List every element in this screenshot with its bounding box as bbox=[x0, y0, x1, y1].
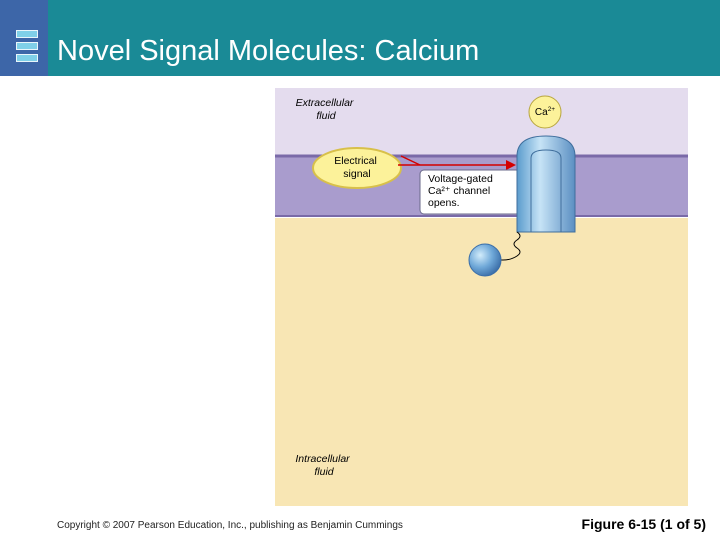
calcium-ion-label: Ca2+ bbox=[535, 106, 555, 118]
extracellular-line-2: fluid bbox=[316, 110, 336, 122]
channel-label-line-2: Ca²⁺ channel bbox=[428, 185, 490, 197]
electrical-signal-label: Electrical signal bbox=[334, 155, 380, 180]
figure-reference: Figure 6-15 (1 of 5) bbox=[581, 516, 706, 532]
electrical-signal-line-2: signal bbox=[343, 168, 370, 180]
slide-logo bbox=[0, 0, 48, 76]
extracellular-line-1: Extracellular bbox=[296, 97, 354, 109]
channel-label-line-1: Voltage-gated bbox=[428, 173, 493, 185]
signal-arrow-diagonal bbox=[400, 155, 421, 166]
extracellular-region bbox=[275, 88, 688, 156]
extracellular-fluid-label: Extracellular fluid bbox=[296, 97, 357, 122]
inactivation-gate-ball bbox=[468, 243, 502, 277]
intracellular-line-1: Intracellular bbox=[295, 453, 350, 465]
intracellular-fluid-label: Intracellular fluid bbox=[295, 453, 352, 478]
channel-label-line-3: opens. bbox=[428, 197, 460, 209]
slide-title: Novel Signal Molecules: Calcium bbox=[57, 35, 480, 67]
title-bar: Novel Signal Molecules: Calcium bbox=[0, 0, 720, 76]
intracellular-line-2: fluid bbox=[314, 466, 334, 478]
calcium-ion bbox=[528, 95, 562, 129]
gate-tether bbox=[487, 231, 521, 261]
signal-arrowhead bbox=[506, 160, 516, 170]
voltage-gated-channel bbox=[516, 135, 576, 233]
channel-label: Voltage-gated Ca²⁺ channel opens. bbox=[428, 173, 496, 209]
electrical-signal-bubble bbox=[312, 147, 402, 189]
copyright-notice: Copyright © 2007 Pearson Education, Inc.… bbox=[57, 520, 403, 531]
electrical-signal-line-1: Electrical bbox=[334, 155, 377, 167]
channel-pore-outline bbox=[530, 149, 562, 232]
